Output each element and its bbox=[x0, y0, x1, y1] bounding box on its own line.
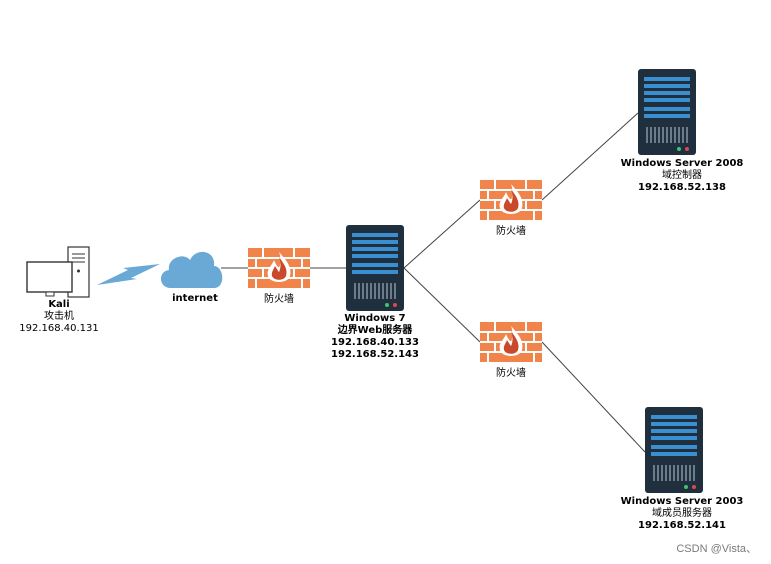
firewall-upper-label: 防火墙 bbox=[480, 226, 542, 238]
srv2008-label: Windows Server 2008 域控制器 192.168.52.138 bbox=[607, 158, 757, 194]
win7-ip1: 192.168.40.133 bbox=[331, 337, 419, 348]
srv2008-ip: 192.168.52.138 bbox=[638, 182, 726, 193]
watermark: CSDN @Vista、 bbox=[676, 543, 757, 555]
srv2008-role: 域控制器 bbox=[662, 170, 702, 181]
kali-label: Kali 攻击机 192.168.40.131 bbox=[4, 299, 114, 335]
srv2003-ip: 192.168.52.141 bbox=[638, 520, 726, 531]
srv2003-label: Windows Server 2003 域成员服务器 192.168.52.14… bbox=[607, 496, 757, 532]
firewall-main-text: 防火墙 bbox=[264, 294, 294, 305]
link-firewall-upper-srv2008 bbox=[541, 112, 639, 201]
firewall-icon bbox=[247, 247, 311, 289]
internet-label: internet bbox=[160, 293, 230, 305]
firewall-lower-label: 防火墙 bbox=[480, 368, 542, 380]
lightning-bolt-icon bbox=[97, 264, 160, 285]
link-win7-firewall-upper bbox=[403, 199, 481, 269]
firewall-upper-text: 防火墙 bbox=[496, 226, 526, 237]
firewall-main-label: 防火墙 bbox=[248, 294, 310, 306]
internet-name: internet bbox=[172, 293, 218, 304]
cloud-icon bbox=[160, 251, 223, 288]
firewall-lower-text: 防火墙 bbox=[496, 368, 526, 379]
kali-role: 攻击机 bbox=[44, 311, 74, 322]
server-icon bbox=[346, 225, 404, 311]
computer-icon bbox=[26, 246, 90, 298]
kali-ip: 192.168.40.131 bbox=[19, 323, 99, 334]
srv2003-role: 域成员服务器 bbox=[652, 508, 712, 519]
win7-role: 边界Web服务器 bbox=[337, 325, 413, 336]
firewall-icon bbox=[479, 179, 543, 221]
srv2008-name: Windows Server 2008 bbox=[620, 158, 744, 169]
firewall-icon bbox=[479, 321, 543, 363]
win7-name: Windows 7 bbox=[344, 313, 406, 324]
server-icon bbox=[645, 407, 703, 493]
srv2003-name: Windows Server 2003 bbox=[620, 496, 744, 507]
win7-label: Windows 7 边界Web服务器 192.168.40.133 192.16… bbox=[315, 313, 435, 361]
link-win7-firewall-lower bbox=[403, 267, 481, 343]
kali-name: Kali bbox=[48, 299, 70, 310]
link-firewall-lower-srv2003 bbox=[541, 341, 646, 453]
server-icon bbox=[638, 69, 696, 155]
win7-ip2: 192.168.52.143 bbox=[331, 349, 419, 360]
